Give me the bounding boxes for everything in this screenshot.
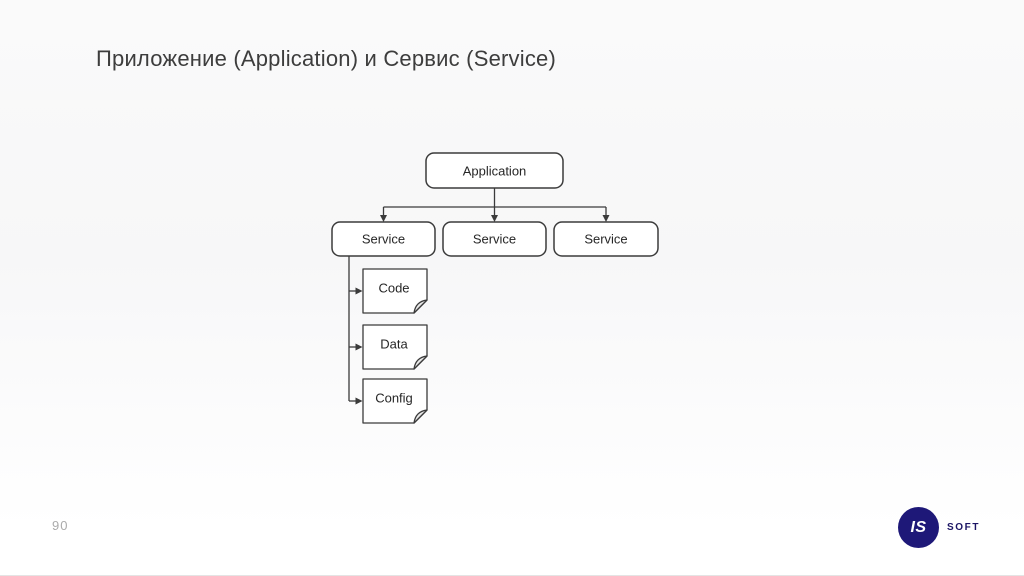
node-application: Application [425, 152, 564, 189]
connector-service-to-documents [348, 256, 363, 405]
arrowhead-right-icon [355, 397, 363, 405]
node-document-data-label: Data [380, 337, 408, 352]
node-service-1: Service [331, 221, 436, 257]
connector-application-to-services [380, 188, 610, 222]
slide-title: Приложение (Application) и Сервис (Servi… [96, 46, 556, 71]
node-document-data: Data [362, 324, 428, 370]
arrowhead-down-icon [380, 215, 387, 222]
node-document-code-label: Code [378, 281, 409, 296]
node-document-config-label: Config [375, 391, 413, 406]
node-service-2: Service [442, 221, 547, 257]
arrowhead-down-icon [602, 215, 610, 222]
node-application-label: Application [463, 164, 527, 179]
arrowhead-down-icon [491, 215, 498, 222]
arrowhead-right-icon [355, 343, 363, 351]
node-document-code: Code [362, 268, 428, 314]
node-service-1-label: Service [362, 232, 405, 247]
page-number: 90 [52, 518, 69, 533]
node-document-config: Config [362, 378, 428, 424]
node-service-3: Service [553, 221, 659, 257]
node-service-2-label: Service [473, 232, 516, 247]
node-service-3-label: Service [584, 232, 627, 247]
issoft-logo-mark-icon: IS [898, 507, 939, 548]
issoft-logo: IS SOFT [898, 507, 980, 548]
arrowhead-right-icon [355, 287, 363, 295]
issoft-logo-text: SOFT [947, 522, 981, 533]
